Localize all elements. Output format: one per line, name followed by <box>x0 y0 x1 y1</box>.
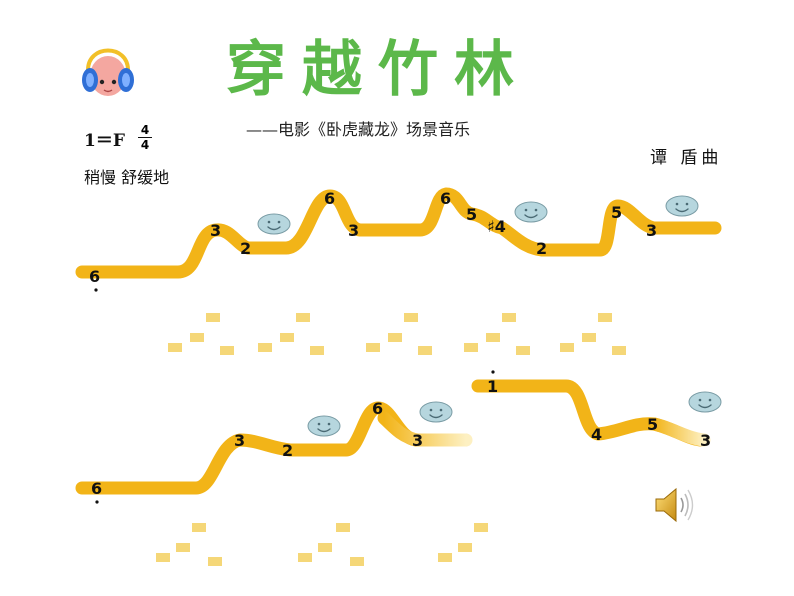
decorative-blocks-lower <box>156 523 488 566</box>
time-signature-top: 4 <box>140 123 150 137</box>
note-row3-4: 3 <box>700 431 711 450</box>
key-signature: 1＝F <box>84 131 125 151</box>
smiley-face-icon <box>307 415 341 437</box>
smiley-face-icon <box>257 213 291 235</box>
headphones-mascot-icon <box>82 48 134 96</box>
note-row2-5: 3 <box>412 431 423 450</box>
note-row1-8: ♯4 <box>487 217 506 236</box>
note-row1-10: 5 <box>611 203 622 222</box>
smiley-face-icon <box>665 195 699 217</box>
note-row3-3: 5 <box>647 415 658 434</box>
composer-credit: 谭 盾曲 <box>650 148 723 168</box>
note-row2-3: 2 <box>282 441 293 460</box>
note-row2-1: 6 <box>91 479 102 498</box>
note-row1-9: 2 <box>536 239 547 258</box>
smiley-face-icon <box>514 201 548 223</box>
note-row1-1: 6 <box>89 267 100 286</box>
decorative-blocks-upper <box>168 313 626 355</box>
note-row3-2: 4 <box>591 425 602 444</box>
tempo-marking: 稍慢 舒缓地 <box>84 168 170 187</box>
note-row1-2: 3 <box>210 221 221 240</box>
note-row1-3: 2 <box>240 239 251 258</box>
note-row1-6: 6 <box>440 189 451 208</box>
note-row1-7: 5 <box>466 205 477 224</box>
melody-track-row1 <box>75 187 722 279</box>
note-row1-11: 3 <box>646 221 657 240</box>
note-row2-2: 3 <box>234 431 245 450</box>
note-row1-4: 6 <box>324 189 335 208</box>
melody-track-row2 <box>75 401 472 495</box>
page-subtitle: ——电影《卧虎藏龙》场景音乐 <box>246 120 471 139</box>
smiley-face-icon <box>419 401 453 423</box>
page-title: 穿越竹林 <box>226 35 530 105</box>
time-signature-bottom: 4 <box>140 138 150 152</box>
speaker-icon[interactable] <box>652 484 696 526</box>
note-row1-5: 3 <box>348 221 359 240</box>
smiley-face-icon <box>688 391 722 413</box>
note-row3-1: 1 <box>487 377 498 396</box>
note-row2-4: 6 <box>372 399 383 418</box>
time-signature: 4 4 <box>138 124 152 151</box>
